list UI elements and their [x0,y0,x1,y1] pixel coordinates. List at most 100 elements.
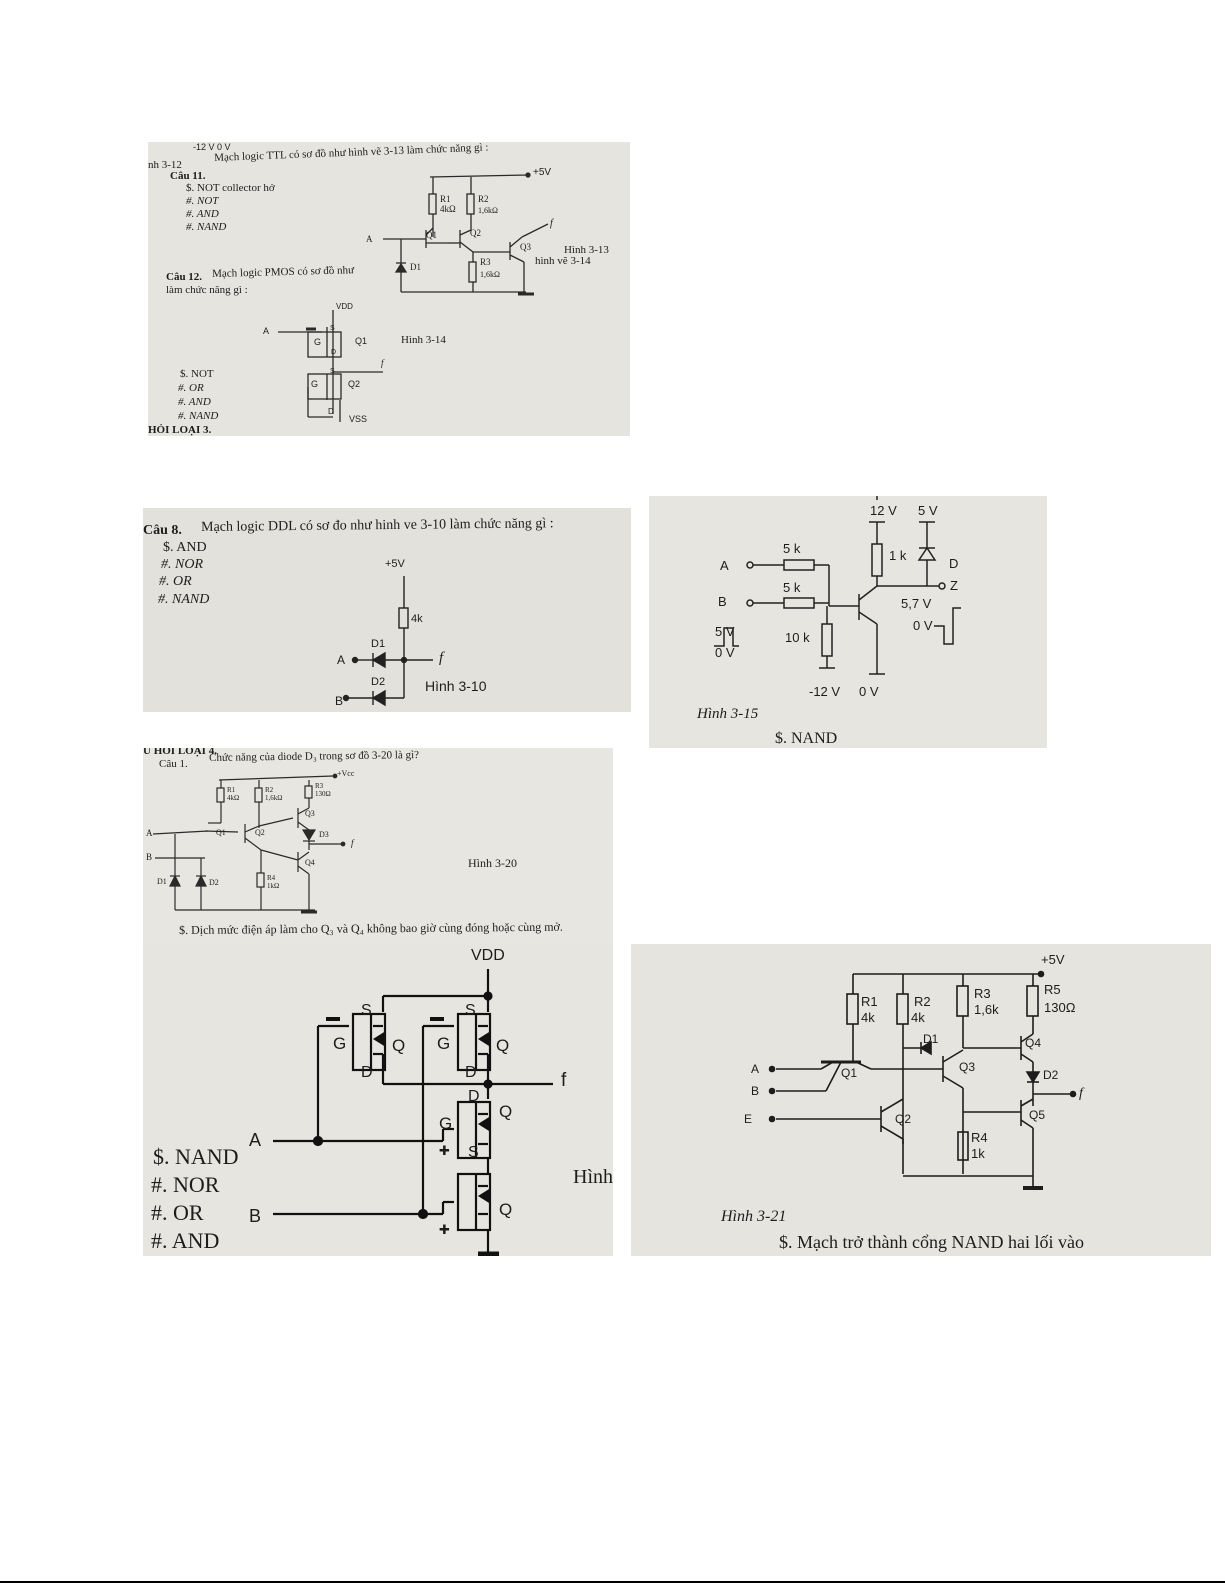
q11-option-4: #. NAND [186,221,227,233]
ddl-input-a: A [337,653,346,667]
fig-3-14-ref: hình vẽ 3-14 [535,255,591,267]
cmos-input-b: B [249,1206,262,1226]
en-input-e: E [744,1112,753,1126]
totem-q1: Q1 [216,828,226,837]
pmos-q1-gate: G [314,337,322,347]
rtl-vneg: -12 V [809,684,841,699]
ttl-r2: R2 [478,194,489,204]
pmos-q1: Q1 [355,336,368,346]
pmos-output-f: f [381,358,384,368]
ttl-q3: Q3 [520,242,531,252]
en-r3-value: 1,6k [974,1002,999,1017]
section-footer-label: HỎI LOẠI 3. [148,424,212,436]
cmos-q-top-right-gate: G [437,1034,451,1053]
totem-q4: Q4 [305,858,315,867]
rtl-diode-d: D [949,556,959,571]
totem-d3: D3 [319,830,329,839]
q8-option-2: #. NOR [161,557,203,572]
q12-option-1: $. NOT [180,368,214,380]
cmos-q-top-left: Q [392,1036,406,1055]
q1-number: Câu 1. [159,758,188,770]
totem-q2: Q2 [255,828,265,837]
en-r2-value: 4k [911,1010,925,1025]
ttl-vcc: +5V [533,167,552,178]
fig-3-13-label: Hình 3-13 [564,244,609,256]
rtl-v12: 12 V [870,503,897,518]
totem-d2: D2 [209,878,219,887]
ttl-r1-value: 4kΩ [440,204,456,214]
rtl-r10k: 10 k [785,630,810,645]
photo-rtl-nand-circuit: 12 V 5 V 5 k 5 k 1 k D Z A B 5,7 V 0 V 5… [649,496,1047,748]
en-r2: R2 [914,994,931,1009]
totem-r2-value: 1,6kΩ [265,794,283,802]
q12-text-line2: làm chức năng gì : [166,284,248,296]
pmos-q2-source: S [330,368,335,375]
cmos-option-4: #. AND [151,1228,220,1253]
pmos-q2: Q2 [348,379,361,389]
cmos-q-top-right: Q [496,1036,510,1055]
page-bottom-border [0,1581,1225,1583]
rtl-output-z: Z [950,578,958,593]
totem-r3: R3 [315,782,324,790]
cmos-q-top-right-drain: D [465,1064,477,1081]
cmos-q-bottom-1: Q [499,1102,513,1121]
ttl-q1: Q1 [426,230,437,240]
ttl-d1: D1 [410,262,421,272]
q8-option-1: $. AND [163,540,207,555]
en-input-a: A [751,1062,760,1076]
ddl-circuit-drawing [342,576,433,707]
ttl-r3-value: 1,6kΩ [480,270,500,279]
ttl-output-f: f [550,218,553,229]
cmos-plus-1: ✚ [439,1143,450,1158]
rtl-input-high: 5 V [715,624,735,639]
rtl-r5k-bottom: 5 k [783,580,801,595]
totem-vcc: +Vcc [337,769,355,778]
en-q3: Q3 [959,1060,976,1074]
ttl-r1: R1 [440,194,451,204]
q8-number: Câu 8. [143,523,182,538]
fig-3-10-label: Hình 3-10 [425,678,487,694]
cmos-q-top-left-source: S [361,1002,372,1019]
fig-3-20-label: Hình 3-20 [468,856,517,870]
fig-3-21-label: Hình 3-21 [721,1208,787,1225]
cmos-circuit-drawing [273,969,553,1256]
totem-d1: D1 [157,877,167,886]
ddl-d1: D1 [371,638,386,650]
en-vcc: +5V [1041,952,1065,967]
ttl-q2: Q2 [470,228,481,238]
en-answer: $. Mạch trở thành cổng NAND hai lối vào [779,1232,1084,1252]
ttl-enable-circuit-drawing [768,970,1077,1190]
q12-option-2: #. OR [178,382,204,394]
pmos-vss: VSS [349,414,368,424]
totem-r1: R1 [227,786,236,794]
fig-3-14-label: Hình 3-14 [401,334,446,346]
fig-3-15-label: Hình 3-15 [697,706,759,722]
ddl-vcc: +5V [385,558,405,570]
pmos-q1-source: S [330,325,335,332]
pmos-input-a: A [263,326,270,336]
photo-ttl-totem-pole-question: U HỎI LOẠI 4. Câu 1. Chức năng của diode… [143,748,613,944]
q11-option-3: #. AND [186,208,219,220]
ddl-input-b: B [335,694,344,708]
q11-option-1: $. NOT collector hở [186,182,275,194]
section-header-label: U HỎI LOẠI 4. [143,748,217,757]
totem-r4-value: 1kΩ [267,882,280,890]
rtl-r1k: 1 k [889,548,907,563]
q11-option-2: #. NOT [186,195,219,207]
en-q1: Q1 [841,1066,858,1080]
ddl-resistor: 4k [411,613,423,625]
q8-option-4: #. NAND [158,592,210,607]
q12-number: Câu 12. [166,271,203,283]
totem-input-b: B [146,852,153,862]
totem-r2: R2 [265,786,274,794]
ttl-r3: R3 [480,257,491,267]
ddl-d2: D2 [371,676,386,688]
cmos-q-bottom-2: Q [499,1200,513,1219]
photo-ddl-question: Câu 8. Mạch logic DDL có sơ đo như hinh … [143,508,631,712]
cut-top-label: -12 V 0 V [193,142,231,152]
pmos-q2-gate: G [311,379,319,389]
cmos-q-top-left-gate: G [333,1034,347,1053]
cmos-q-top-right-source: S [465,1002,476,1019]
rtl-output-high: 5,7 V [901,596,932,611]
en-r3: R3 [974,986,991,1001]
